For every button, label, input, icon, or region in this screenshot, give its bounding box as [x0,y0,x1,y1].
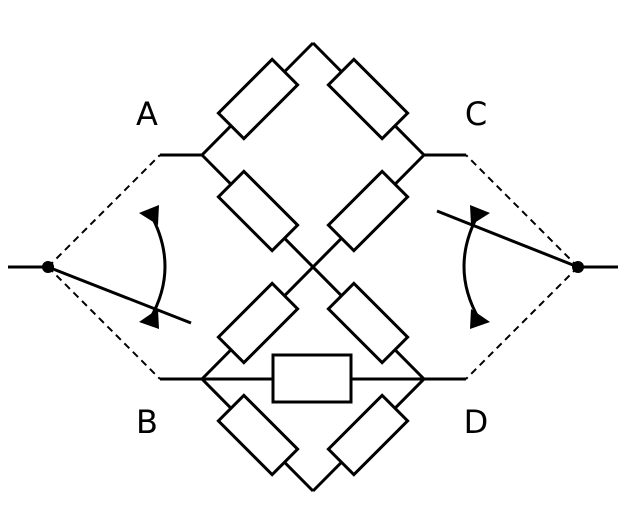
resistor-lower-cross-right [326,281,410,365]
resistor-top-left [216,57,300,141]
switch-lever-right [436,209,579,269]
node-label-d: D [463,403,489,441]
dashed-path-right-d [465,266,579,380]
resistor-bottom-right [326,393,410,477]
node-label-b: B [136,403,158,441]
node-label-c: C [464,95,488,133]
arrowhead-right-up [470,205,490,225]
arrowhead-left-down [139,309,159,329]
arrowhead-right-down [470,309,490,329]
resistor-lower-cross-left [216,281,300,365]
resistor-middle-horizontal [271,353,353,404]
rotation-arc-left [148,212,167,320]
arrowhead-left-up [139,205,159,225]
dashed-path-left-b [47,266,161,380]
switch-lever-left [47,265,192,325]
node-label-a: A [136,95,158,133]
dashed-path-right-c [465,154,579,268]
resistor-upper-cross-left [216,169,300,253]
resistor-top-right [326,57,410,141]
rotation-arc-right [462,212,481,320]
resistor-bottom-left [216,393,300,477]
dashed-path-left-a [47,154,161,268]
resistor-upper-cross-right [326,169,410,253]
